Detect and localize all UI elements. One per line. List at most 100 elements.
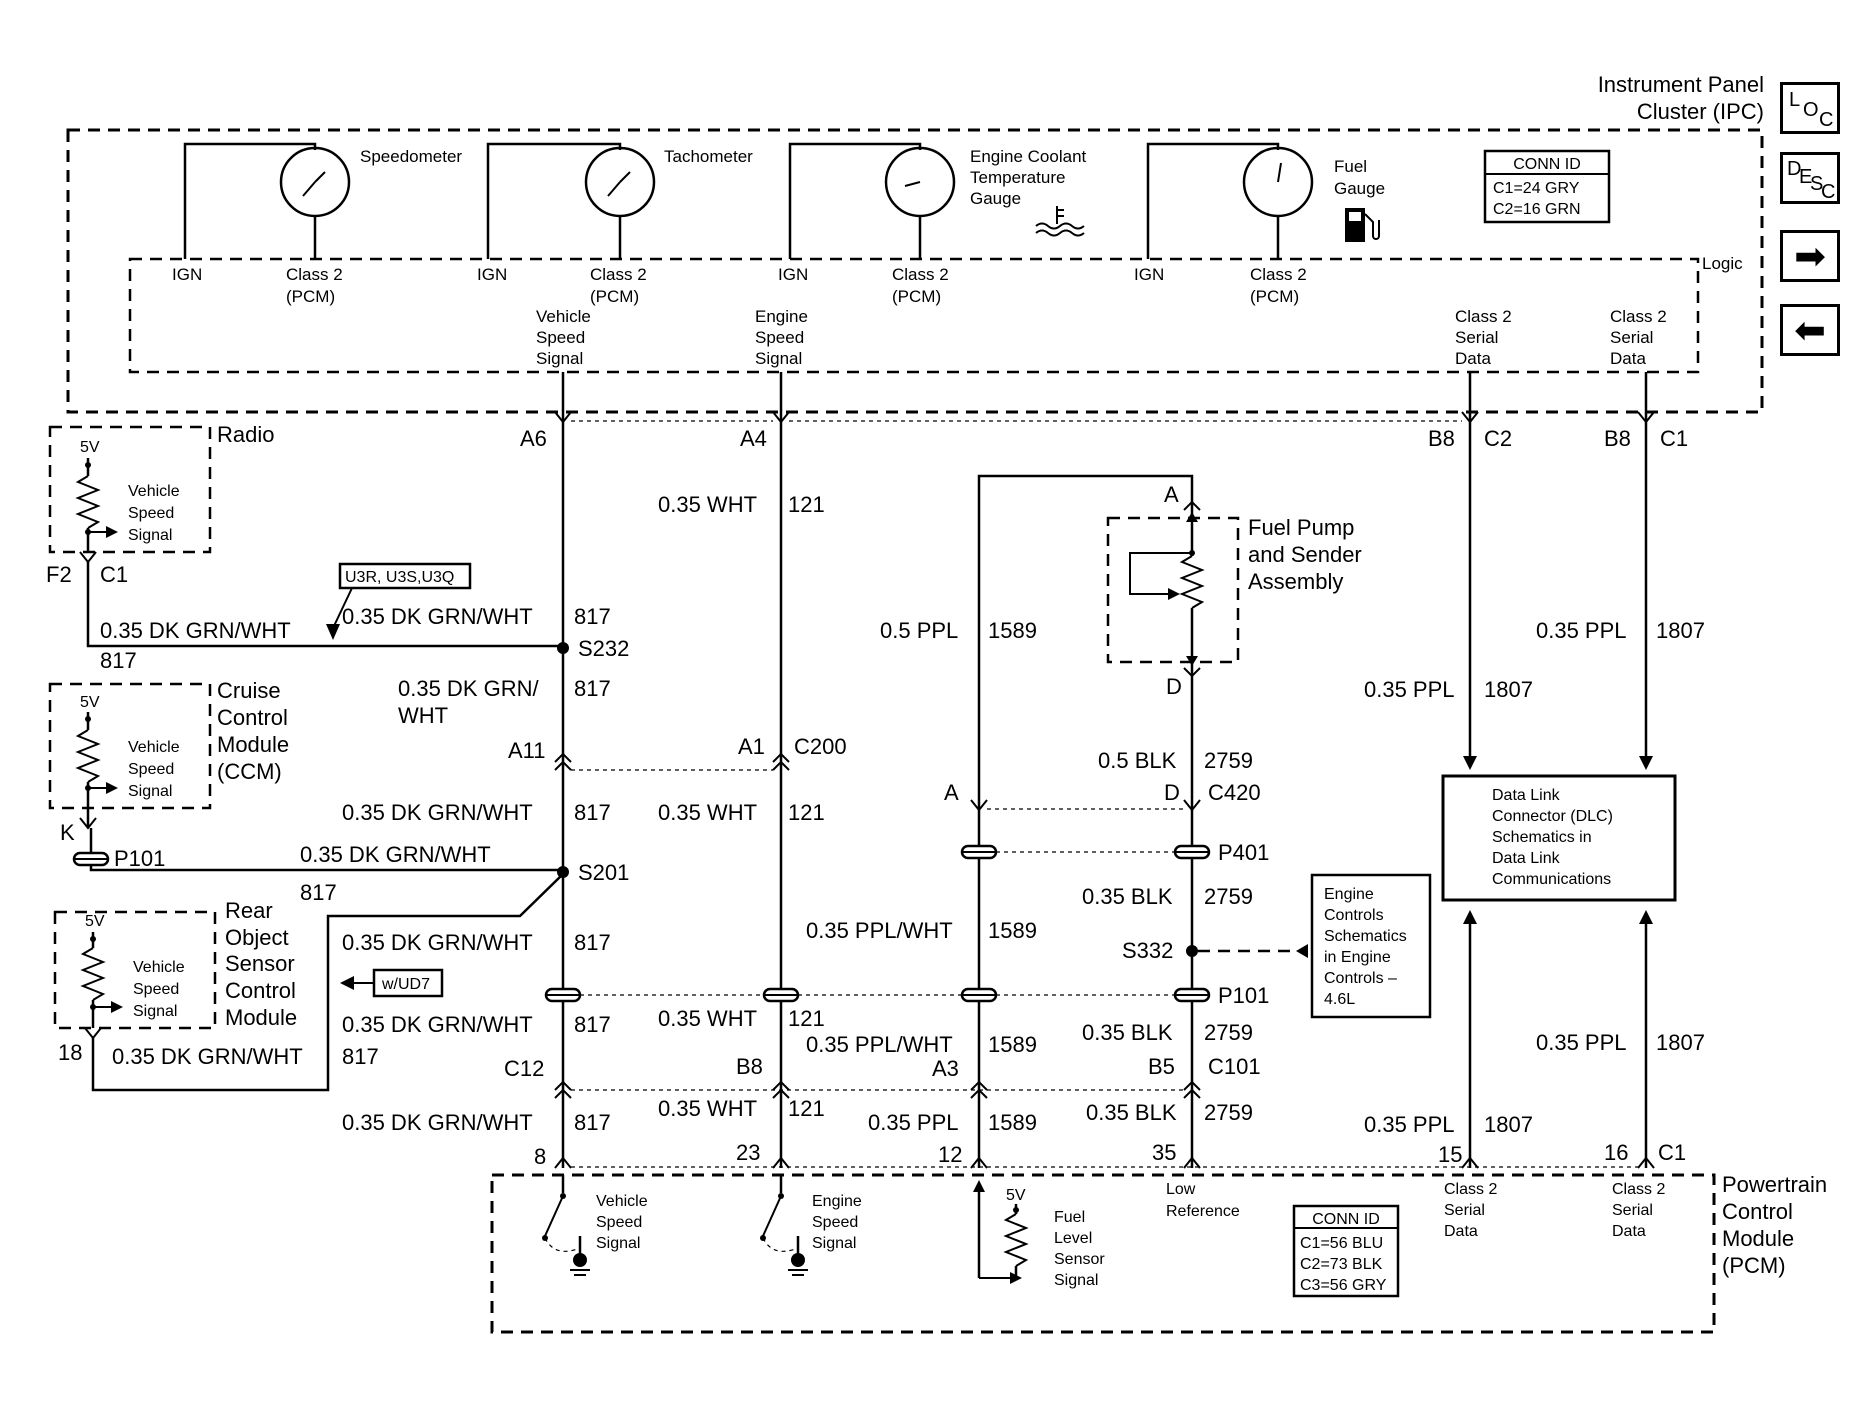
svg-text:A4: A4 xyxy=(740,426,767,451)
connector-labels: A6 A4 B8 C2 B8 C1 F2 C1 S232 A11 A1 C200… xyxy=(46,426,1688,1169)
rear-sensor-internal: 5V Vehicle Speed Signal xyxy=(80,913,185,1028)
pcm-c2sd-b-3: Data xyxy=(1612,1223,1646,1240)
location-button[interactable]: L O C xyxy=(1780,82,1840,134)
svg-text:0.35 DK GRN/WHT: 0.35 DK GRN/WHT xyxy=(100,618,291,643)
tachometer-gauge: Tachometer xyxy=(486,142,753,259)
ipc-ess-1: Engine xyxy=(755,307,808,326)
svg-text:817: 817 xyxy=(100,648,137,673)
svg-text:A11: A11 xyxy=(508,738,546,763)
svg-text:0.35 DK GRN/WHT: 0.35 DK GRN/WHT xyxy=(342,1012,533,1037)
wire-1589 xyxy=(977,474,1194,1168)
splice-s332 xyxy=(1186,945,1198,957)
svg-text:Signal: Signal xyxy=(133,1003,177,1020)
fuel-gauge: Fuel Gauge xyxy=(1146,142,1385,259)
ipc-c2sd-a-2: Serial xyxy=(1455,328,1498,347)
svg-text:817: 817 xyxy=(300,880,337,905)
ipc-ign-1: IGN xyxy=(172,265,202,284)
pcm-c2sd-a-3: Data xyxy=(1444,1223,1478,1240)
svg-text:Schematics in: Schematics in xyxy=(1492,829,1592,846)
ccm-label-3: Module xyxy=(217,732,289,757)
svg-text:0.35 DK GRN/WHT: 0.35 DK GRN/WHT xyxy=(342,1110,533,1135)
svg-text:0.35 DK GRN/WHT: 0.35 DK GRN/WHT xyxy=(112,1044,303,1069)
svg-text:5V: 5V xyxy=(1006,1187,1026,1204)
svg-text:817: 817 xyxy=(574,930,611,955)
ipc-ign-2: IGN xyxy=(477,265,507,284)
svg-text:Fuel: Fuel xyxy=(1054,1209,1085,1226)
svg-text:A1: A1 xyxy=(738,734,765,759)
svg-text:0.35 PPL: 0.35 PPL xyxy=(1364,1112,1455,1137)
svg-text:C101: C101 xyxy=(1208,1054,1261,1079)
fuel-pump-boundary xyxy=(1106,516,1240,664)
svg-text:C1: C1 xyxy=(1658,1140,1686,1165)
svg-text:2759: 2759 xyxy=(1204,1020,1253,1045)
loc-letter-l: L xyxy=(1789,89,1801,111)
desc-letter-e: E xyxy=(1799,166,1813,188)
rear-label-4: Control xyxy=(225,978,296,1003)
next-page-button[interactable]: ➡ xyxy=(1780,230,1840,282)
previous-page-button[interactable]: ⬅ xyxy=(1780,304,1840,356)
coolant-label-3: Gauge xyxy=(970,189,1021,208)
svg-text:Data Link: Data Link xyxy=(1492,850,1561,867)
ipc-title-line2: Cluster (IPC) xyxy=(1637,99,1764,124)
rear-sensor-boundary xyxy=(53,910,217,1030)
radio-label: Radio xyxy=(217,422,274,447)
description-button[interactable]: D E S C xyxy=(1780,152,1840,204)
svg-text:23: 23 xyxy=(736,1140,760,1165)
svg-text:B5: B5 xyxy=(1148,1054,1175,1079)
svg-text:1589: 1589 xyxy=(988,618,1037,643)
svg-text:C1: C1 xyxy=(1660,426,1688,451)
svg-text:1589: 1589 xyxy=(988,918,1037,943)
svg-text:0.35 WHT: 0.35 WHT xyxy=(658,1096,757,1121)
wire-labels: 0.35 WHT 121 0.35 WHT 121 0.35 WHT 121 0… xyxy=(100,492,1705,1137)
ipc-ign-3: IGN xyxy=(778,265,808,284)
ipc-c2sd-b-2: Serial xyxy=(1610,328,1653,347)
fuel-pump-label-3: Assembly xyxy=(1248,569,1343,594)
svg-text:1589: 1589 xyxy=(988,1110,1037,1135)
svg-text:5V: 5V xyxy=(85,913,105,930)
rear-label-1: Rear xyxy=(225,898,273,923)
svg-text:35: 35 xyxy=(1152,1140,1176,1165)
svg-text:2759: 2759 xyxy=(1204,748,1253,773)
svg-text:1807: 1807 xyxy=(1656,1030,1705,1055)
ccm-internal: 5V Vehicle Speed Signal xyxy=(75,694,180,808)
svg-text:C420: C420 xyxy=(1208,780,1261,805)
svg-text:15: 15 xyxy=(1438,1142,1462,1167)
svg-text:Signal: Signal xyxy=(128,783,172,800)
svg-text:Speed: Speed xyxy=(596,1214,642,1231)
svg-text:WHT: WHT xyxy=(398,703,448,728)
pcm-ess-switch: Engine Speed Signal xyxy=(760,1175,862,1276)
ccm-label-2: Control xyxy=(217,705,288,730)
rear-label-2: Object xyxy=(225,925,289,950)
ipc-pcm-3: (PCM) xyxy=(892,287,941,306)
svg-text:Vehicle: Vehicle xyxy=(128,739,180,756)
pcm-conn-id-box xyxy=(1292,1204,1400,1298)
svg-text:121: 121 xyxy=(788,1006,825,1031)
ipc-conn-id-c2: C2=16 GRN xyxy=(1493,201,1581,218)
pcm-c2sd-a-1: Class 2 xyxy=(1444,1181,1497,1198)
svg-text:Level: Level xyxy=(1054,1230,1092,1247)
ipc-c2sd-a-1: Class 2 xyxy=(1455,307,1512,326)
fuel-gauge-label-1: Fuel xyxy=(1334,157,1367,176)
svg-text:K: K xyxy=(60,820,75,845)
inline-connectors xyxy=(72,844,1211,1003)
svg-text:1807: 1807 xyxy=(1656,618,1705,643)
svg-text:D: D xyxy=(1166,674,1182,699)
svg-text:Controls –: Controls – xyxy=(1324,970,1397,987)
svg-text:0.5 BLK: 0.5 BLK xyxy=(1098,748,1177,773)
svg-text:D: D xyxy=(1164,780,1180,805)
ipc-class2-4: Class 2 xyxy=(1250,265,1307,284)
svg-text:Speed: Speed xyxy=(128,505,174,522)
ipc-vss-3: Signal xyxy=(536,349,583,368)
svg-text:C3=56 GRY: C3=56 GRY xyxy=(1300,1277,1387,1294)
rear-label-3: Sensor xyxy=(225,951,295,976)
svg-text:Engine: Engine xyxy=(812,1193,862,1210)
ipc-ign-4: IGN xyxy=(1134,265,1164,284)
rear-label-5: Module xyxy=(225,1005,297,1030)
radio-internal: 5V Vehicle Speed Signal xyxy=(75,439,180,552)
svg-text:817: 817 xyxy=(342,1044,379,1069)
speedometer-label: Speedometer xyxy=(360,147,462,166)
desc-letter-d: D xyxy=(1787,158,1802,180)
svg-text:S201: S201 xyxy=(578,860,629,885)
svg-text:0.35 WHT: 0.35 WHT xyxy=(658,800,757,825)
radio-boundary xyxy=(48,425,212,554)
